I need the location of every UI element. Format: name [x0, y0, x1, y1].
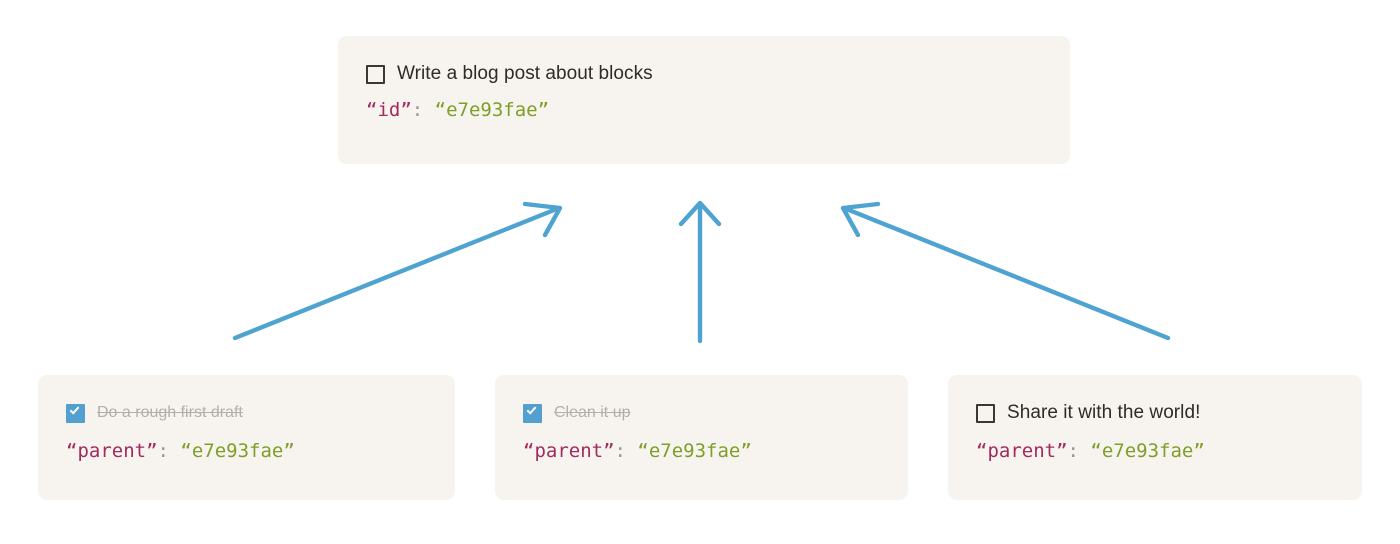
arrow-child1-to-parent — [232, 201, 563, 341]
todo-row[interactable]: Clean it up — [523, 401, 908, 425]
arrow-child3-to-parent — [840, 201, 1171, 341]
json-value: “e7e93fae” — [1090, 440, 1205, 462]
todo-row[interactable]: Share it with the world! — [976, 401, 1362, 425]
todo-label: Write a blog post about blocks — [397, 63, 653, 84]
json-line: “id”:_“e7e93fae” — [366, 99, 1070, 122]
json-colon: : — [157, 440, 169, 462]
json-line: “parent”:_“e7e93fae” — [66, 440, 455, 463]
json-colon: : — [411, 99, 424, 121]
json-key: “parent” — [976, 440, 1068, 462]
checkbox-checked-icon[interactable] — [66, 403, 85, 423]
child-task-card: Share it with the world! “parent”:_“e7e9… — [948, 375, 1362, 500]
json-value: “e7e93fae” — [637, 440, 752, 462]
json-line: “parent”:_“e7e93fae” — [523, 440, 908, 463]
json-key: “parent” — [523, 440, 615, 462]
child-task-card: Do a rough first draft “parent”:_“e7e93f… — [38, 375, 455, 500]
json-value: “e7e93fae” — [434, 99, 550, 121]
todo-label: Clean it up — [554, 404, 631, 421]
json-value: “e7e93fae” — [180, 440, 295, 462]
json-line: “parent”:_“e7e93fae” — [976, 440, 1362, 463]
todo-row[interactable]: Do a rough first draft — [66, 401, 455, 425]
json-colon: : — [614, 440, 626, 462]
checkbox-empty-icon[interactable] — [976, 403, 995, 423]
json-key: “parent” — [66, 440, 158, 462]
todo-label: Do a rough first draft — [97, 404, 243, 421]
json-key: “id” — [366, 99, 412, 121]
checkbox-empty-icon[interactable] — [366, 64, 385, 84]
parent-task-card: Write a blog post about blocks “id”:_“e7… — [338, 36, 1070, 164]
arrow-child2-to-parent — [678, 200, 722, 344]
todo-row[interactable]: Write a blog post about blocks — [366, 62, 1070, 86]
json-colon: : — [1067, 440, 1079, 462]
todo-label: Share it with the world! — [1007, 402, 1201, 423]
child-task-card: Clean it up “parent”:_“e7e93fae” — [495, 375, 908, 500]
checkbox-checked-icon[interactable] — [523, 403, 542, 423]
